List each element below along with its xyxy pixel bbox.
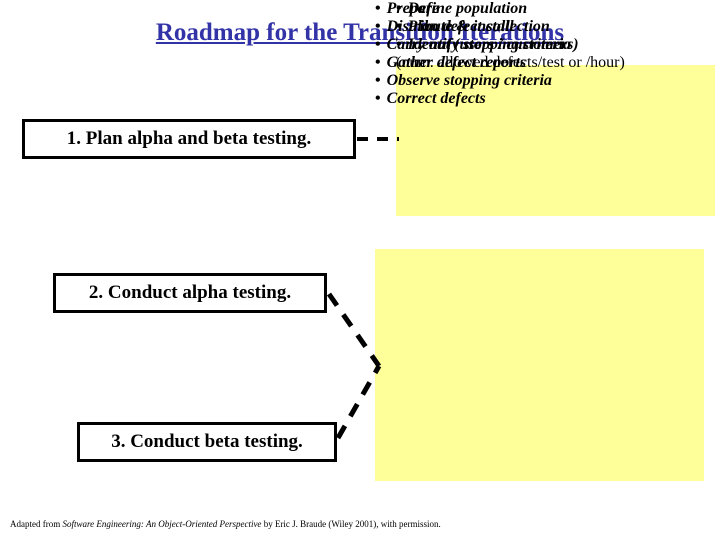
step-box-2[interactable]: 2. Conduct alpha testing.	[53, 273, 327, 313]
source-credit: Adapted from Software Engineering: An Ob…	[10, 518, 441, 530]
callout-plan-item-1-label: Define population	[407, 0, 528, 17]
credit-suffix: by Eric J. Braude (Wiley 2001), with per…	[261, 519, 441, 529]
step-box-3[interactable]: 3. Conduct beta testing.	[77, 422, 337, 462]
credit-prefix: Adapted from	[10, 519, 63, 529]
callout-conduct-item-3: • Carry out (users / customers)	[375, 36, 704, 54]
bullet-icon: •	[375, 54, 381, 71]
step-box-3-label: 3. Conduct beta testing.	[111, 431, 303, 452]
callout-panel-conduct	[375, 249, 704, 481]
callout-plan-item-1: • Define population	[396, 0, 715, 18]
callout-conduct-item-2: • Distribute & install	[375, 18, 704, 36]
callout-plan-text-layer: • Define population • Plan defect collec…	[396, 0, 715, 540]
connector-step2-to-callout-conduct	[326, 292, 382, 368]
callout-conduct-item-3-label: Carry out (users / customers)	[386, 36, 579, 53]
callout-conduct-item-5: • Observe stopping criteria	[375, 72, 704, 90]
bullet-icon: •	[396, 0, 402, 17]
bullet-icon: •	[375, 72, 381, 89]
callout-plan-item-2-label: Plan defect collection	[407, 18, 550, 35]
bullet-icon: •	[375, 36, 381, 53]
callout-conduct-text-layer: • Prepare • Distribute & install • Carry…	[375, 0, 704, 540]
callout-panel-plan	[396, 65, 715, 216]
callout-conduct-item-4-label: Gather defect reports	[386, 54, 527, 71]
step-box-1[interactable]: 1. Plan alpha and beta testing.	[22, 119, 356, 159]
callout-conduct-item-6: • Correct defects	[375, 90, 704, 108]
connector-step3-to-callout-conduct	[335, 364, 382, 440]
callout-conduct-item-6-label: Correct defects	[386, 90, 486, 107]
callout-conduct-item-1: • Prepare	[375, 0, 704, 18]
callout-plan-item-3-label: Identify stopping criteria	[407, 36, 572, 53]
callout-plan-note: (num. allowed defects/test or /hour)	[396, 54, 625, 71]
bullet-icon: •	[396, 18, 402, 35]
bullet-icon: •	[375, 0, 381, 17]
credit-book-title: Software Engineering: An Object-Oriented…	[62, 519, 262, 529]
bullet-icon: •	[375, 90, 381, 107]
step-box-1-label: 1. Plan alpha and beta testing.	[66, 128, 312, 149]
callout-conduct-item-2-label: Distribute & install	[386, 18, 514, 35]
callout-conduct-item-1-label: Prepare	[386, 0, 440, 17]
step-box-2-label: 2. Conduct alpha testing.	[88, 282, 292, 303]
callout-plan-item-3: • Identify stopping criteria	[396, 36, 715, 54]
callout-conduct-item-4: • Gather defect reports	[375, 54, 704, 72]
bullet-icon: •	[396, 36, 402, 53]
callout-conduct-item-5-label: Observe stopping criteria	[386, 72, 552, 89]
bullet-icon: •	[375, 18, 381, 35]
callout-plan-item-2: • Plan defect collection	[396, 18, 715, 36]
page-title: Roadmap for the Transition Iterations	[155, 19, 565, 46]
